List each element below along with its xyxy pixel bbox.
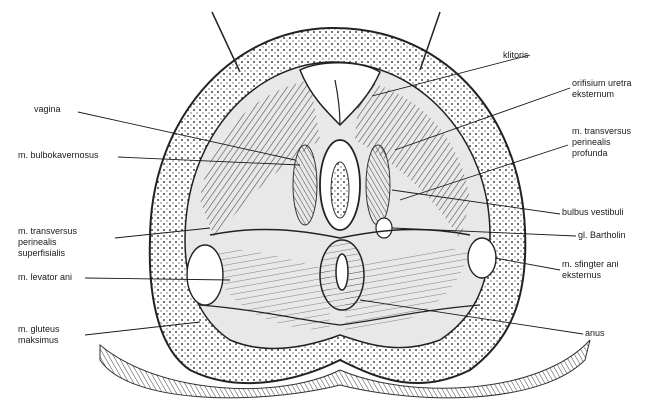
bulbus-vestibuli-left [293,145,317,225]
label-transversus-profunda: m. transversus perinealis profunda [572,126,631,159]
label-orifisium: orifisium uretra eksternum [572,78,632,100]
label-vagina: vagina [34,104,61,115]
label-bartholin: gl. Bartholin [578,230,626,241]
label-anus: anus [585,328,605,339]
bulbus-vestibuli-right [366,145,390,225]
label-sfingter: m. sfingter ani eksternus [562,259,619,281]
gluteus-left [187,245,223,305]
gluteus-right [468,238,496,278]
label-bulbokavernosus: m. bulbokavernosus [18,150,99,161]
label-transversus-superfisialis: m. transversus perinealis superfisialis [18,226,77,259]
label-gluteus: m. gluteus maksimus [18,324,60,346]
label-bulbus-vestibuli: bulbus vestibuli [562,207,624,218]
label-klitoris: klitoris [503,50,529,61]
label-levator-ani: m. levator ani [18,272,72,283]
anal-opening [336,254,348,290]
bartholin-gland [376,218,392,238]
